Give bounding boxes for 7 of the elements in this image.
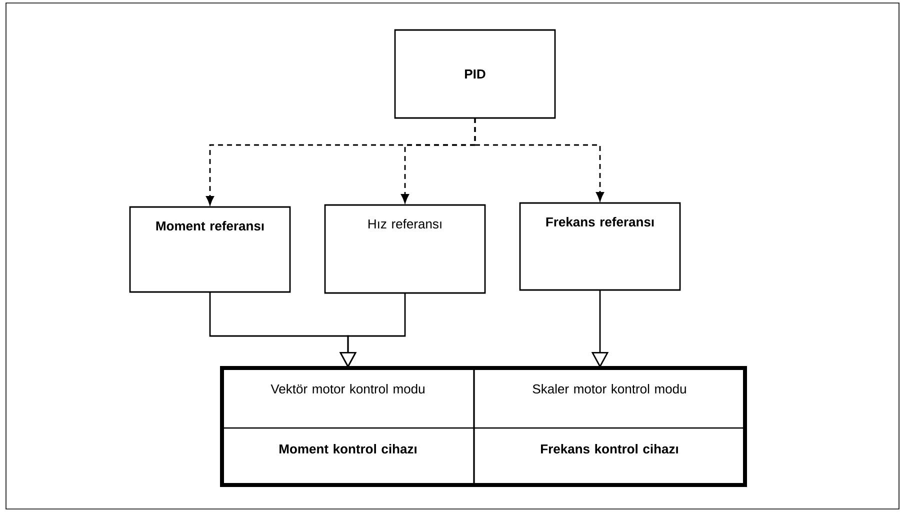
process-box: Hız referansı: [324, 204, 486, 294]
process-box: PID: [394, 29, 556, 119]
table-column: Skaler motor kontrol modu Frekans kontrol cihazı: [473, 367, 746, 486]
process-box: Frekans referansı: [519, 202, 681, 291]
arrow: [474, 118, 604, 202]
process-box: Moment referansı: [129, 206, 291, 293]
table-column: Vektör motor kontrol modu Moment kontrol cihazı: [221, 367, 475, 486]
